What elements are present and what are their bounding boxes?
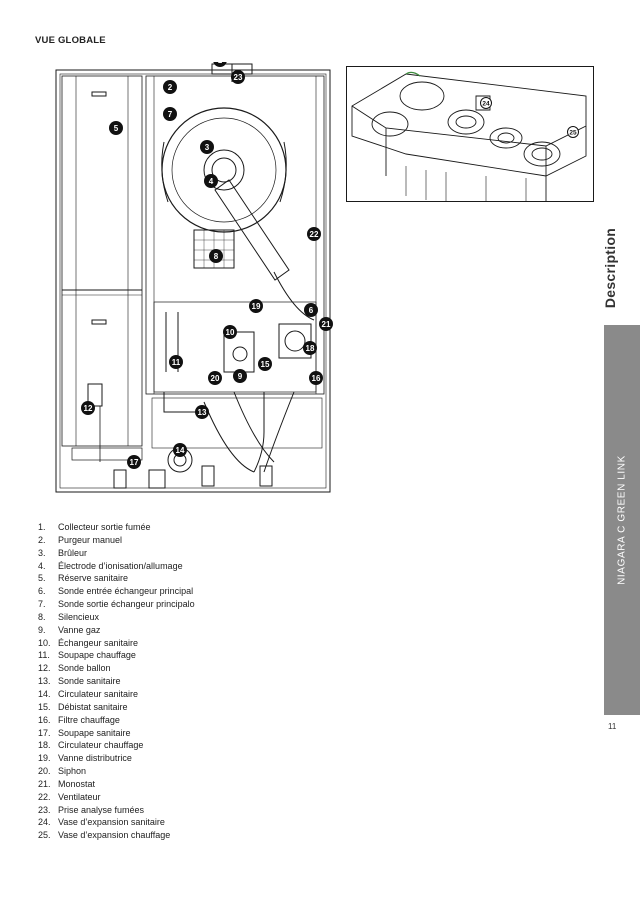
section-side-title: Description <box>602 227 618 309</box>
legend-item: 22.Ventilateur <box>38 791 101 802</box>
callout-16: 16 <box>309 371 323 385</box>
callout-22: 22 <box>307 227 321 241</box>
callout-14: 14 <box>173 443 187 457</box>
expansion-vessels-detail-diagram: 24 25 <box>346 66 594 202</box>
callout-21: 21 <box>319 317 333 331</box>
legend-item: 5.Réserve sanitaire <box>38 573 129 584</box>
callout-12: 12 <box>81 401 95 415</box>
callout-24: 24 <box>480 97 492 109</box>
legend-item: 4.Électrode d’ionisation/allumage <box>38 560 183 571</box>
legend-item: 15.Débistat sanitaire <box>38 701 128 712</box>
legend-item: 7.Sonde sortie échangeur principalo <box>38 599 195 610</box>
callout-17: 17 <box>127 455 141 469</box>
legend-item: 3.Brûleur <box>38 547 88 558</box>
legend-item: 11.Soupape chauffage <box>38 650 136 661</box>
callout-15: 15 <box>258 357 272 371</box>
legend-item: 18.Circulateur chauffage <box>38 740 144 751</box>
product-side-tab: NIAGARA C GREEN LINK <box>604 325 640 715</box>
legend-item: 19.Vanne distributrice <box>38 753 132 764</box>
svg-text:2: 2 <box>168 83 173 92</box>
svg-text:24: 24 <box>482 101 490 108</box>
legend-item: 25.Vase d’expansion chauffage <box>38 830 171 841</box>
legend-item: 9.Vanne gaz <box>38 624 101 635</box>
svg-text:23: 23 <box>234 73 243 82</box>
legend-item: 21.Monostat <box>38 778 96 789</box>
legend-item: 6.Sonde entrée échangeur principal <box>38 586 194 597</box>
svg-text:6: 6 <box>309 306 314 315</box>
legend-item: 23.Prise analyse fumées <box>38 804 145 815</box>
svg-text:4: 4 <box>209 177 214 186</box>
svg-text:11: 11 <box>172 358 181 367</box>
svg-text:5: 5 <box>114 124 119 133</box>
callout-7: 7 <box>163 107 177 121</box>
callout-9: 9 <box>233 369 247 383</box>
svg-text:16: 16 <box>312 374 321 383</box>
svg-text:17: 17 <box>130 458 139 467</box>
callout-2: 2 <box>163 80 177 94</box>
callout-25: 25 <box>567 126 579 138</box>
callout-13: 13 <box>195 405 209 419</box>
legend-item: 8.Silencieux <box>38 611 100 622</box>
legend-item: 12.Sonde ballon <box>38 663 111 674</box>
legend-item: 16.Filtre chauffage <box>38 714 120 725</box>
svg-text:1: 1 <box>218 62 223 65</box>
legend-item: 13.Sonde sanitaire <box>38 676 121 687</box>
legend-item: 17.Soupape sanitaire <box>38 727 131 738</box>
svg-text:8: 8 <box>214 252 219 261</box>
callout-5: 5 <box>109 121 123 135</box>
legend-item: 20.Siphon <box>38 766 87 777</box>
legend-item: 2.Purgeur manuel <box>38 534 123 545</box>
svg-text:25: 25 <box>569 130 577 137</box>
callout-8: 8 <box>209 249 223 263</box>
svg-text:21: 21 <box>322 320 331 329</box>
legend-item: 10.Échangeur sanitaire <box>38 637 139 648</box>
svg-text:7: 7 <box>168 110 173 119</box>
svg-text:22: 22 <box>310 230 319 239</box>
legend-item: 14.Circulateur sanitaire <box>38 688 139 699</box>
callout-19: 19 <box>249 299 263 313</box>
svg-text:19: 19 <box>252 302 261 311</box>
svg-text:10: 10 <box>226 328 235 337</box>
callout-23: 23 <box>231 70 245 84</box>
svg-text:20: 20 <box>211 374 220 383</box>
svg-text:12: 12 <box>84 404 93 413</box>
component-legend: 1.Collecteur sortie fumée 2.Purgeur manu… <box>38 521 195 842</box>
callout-3: 3 <box>200 140 214 154</box>
callout-20: 20 <box>208 371 222 385</box>
callout-1: 1 <box>213 62 227 67</box>
svg-text:3: 3 <box>205 143 210 152</box>
legend-item: 24.Vase d’expansion sanitaire <box>38 817 165 828</box>
callout-11: 11 <box>169 355 183 369</box>
boiler-overview-diagram: 1 2 3 4 5 6 7 8 9 10 11 12 13 14 15 16 1… <box>55 62 333 493</box>
page-number: 11 <box>608 722 617 731</box>
svg-text:15: 15 <box>261 360 270 369</box>
svg-text:14: 14 <box>176 446 185 455</box>
legend-item: 1.Collecteur sortie fumée <box>38 522 151 532</box>
callout-18: 18 <box>303 341 317 355</box>
callout-10: 10 <box>223 325 237 339</box>
svg-text:18: 18 <box>306 344 315 353</box>
svg-text:9: 9 <box>238 372 243 381</box>
callout-6: 6 <box>304 303 318 317</box>
callout-4: 4 <box>204 174 218 188</box>
svg-text:13: 13 <box>198 408 207 417</box>
section-title: VUE GLOBALE <box>35 35 106 46</box>
